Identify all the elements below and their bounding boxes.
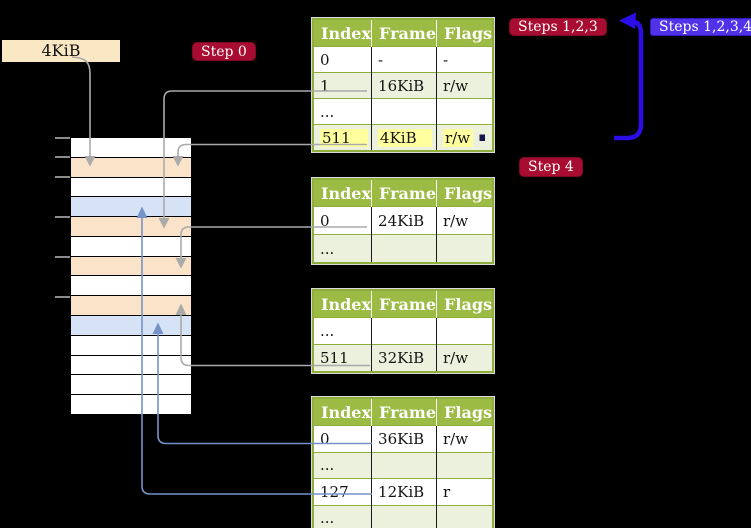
memory-frame-free (71, 335, 191, 356)
table-row: 127 12KiB r (313, 478, 494, 505)
cell-index: ... (313, 234, 372, 263)
col-header-frame: Frame (371, 19, 437, 47)
memory-frame-mapped (71, 197, 191, 218)
cell-index: ... (313, 504, 372, 528)
cell-index: ... (313, 451, 372, 479)
cell-frame: 4KiB (371, 124, 437, 151)
highlight: 511 (320, 128, 368, 147)
table-header-row: Index Frame Flags (313, 398, 494, 426)
cell-index: 511 (313, 344, 372, 372)
cell-index: ... (313, 317, 372, 345)
memory-frame-free (71, 138, 191, 158)
table-row: ... (313, 317, 494, 345)
table-row: 511 32KiB r/w (313, 344, 494, 372)
memory-frame-free (71, 236, 191, 257)
table-header-row: Index Frame Flags (313, 290, 494, 318)
cell-frame (371, 234, 437, 263)
cell-frame: 12KiB (371, 478, 437, 505)
cell-frame: 32KiB (371, 344, 437, 372)
cell-index: 0 (313, 425, 372, 452)
memory-frame-pagetable (71, 256, 191, 277)
col-header-flags: Flags (436, 398, 494, 426)
cell-frame: 36KiB (371, 425, 437, 452)
cell-index: 127 (313, 478, 372, 505)
cell-flags: r/w (436, 425, 494, 452)
cell-frame: - (371, 46, 437, 73)
cell-index: ... (313, 98, 372, 125)
arrowhead-left-icon (619, 12, 636, 29)
page-table-level1: Index Frame Flags 0 36KiB r/w ... 127 12… (312, 397, 495, 528)
cell-index: 0 (313, 206, 372, 235)
col-header-flags: Flags (436, 19, 494, 47)
table-row: 0 24KiB r/w (313, 206, 494, 235)
table-row: ... (313, 234, 494, 263)
cell-flags: r/w (436, 124, 494, 151)
memory-frame-pagetable (71, 157, 191, 178)
page-table-level3: Index Frame Flags 0 24KiB r/w ... (312, 178, 495, 264)
col-header-flags: Flags (436, 290, 494, 318)
table-row: ... (313, 451, 494, 479)
physical-memory-column (70, 137, 192, 415)
table-row: 0 - - (313, 46, 494, 73)
memory-frame-free (71, 276, 191, 297)
cell-frame (371, 98, 437, 125)
memory-frame-pagetable (71, 296, 191, 317)
cell-index: 0 (313, 46, 372, 73)
cell-flags: r/w (436, 206, 494, 235)
col-header-index: Index (313, 19, 372, 47)
cell-index: 1 (313, 72, 372, 99)
table-row: ... (313, 98, 494, 125)
cell-flags: r/w (436, 344, 494, 372)
address-tick (55, 295, 70, 298)
col-header-index: Index (313, 290, 372, 318)
address-tick (55, 255, 70, 258)
highlight: 4KiB (378, 128, 433, 147)
col-header-frame: Frame (371, 290, 437, 318)
cell-flags: - (436, 46, 494, 73)
page-table-level4: Index Frame Flags 0 - - 1 16KiB r/w ... … (312, 18, 495, 152)
col-header-index: Index (313, 398, 372, 426)
cell-flags (436, 98, 494, 125)
col-header-flags: Flags (436, 179, 494, 207)
table-header-row: Index Frame Flags (313, 179, 494, 207)
badge-step-4: Step 4 (519, 157, 583, 177)
frame-size-label: 4KiB (2, 40, 120, 62)
table-row: ... (313, 504, 494, 528)
table-row-recursive-entry: 511 4KiB r/w (313, 124, 494, 151)
cell-frame: 16KiB (371, 72, 437, 99)
col-header-index: Index (313, 179, 372, 207)
cell-frame (371, 504, 437, 528)
cell-index: 511 (313, 124, 372, 151)
cell-flags: r (436, 478, 494, 505)
memory-frame-pagetable (71, 217, 191, 237)
address-tick (55, 215, 70, 218)
table-row: 0 36KiB r/w (313, 425, 494, 452)
memory-frame-free (71, 375, 191, 396)
table-header-row: Index Frame Flags (313, 19, 494, 47)
col-header-frame: Frame (371, 398, 437, 426)
memory-frame-mapped (71, 316, 191, 336)
address-tick (55, 136, 70, 139)
page-table-level2: Index Frame Flags ... 511 32KiB r/w (312, 289, 495, 373)
memory-frame-free (71, 177, 191, 198)
address-tick (55, 156, 70, 159)
memory-frame-free (71, 395, 191, 414)
arrow-recursive-loop (614, 19, 644, 141)
cell-flags (436, 317, 494, 345)
memory-frame-free (71, 355, 191, 376)
cell-flags (436, 504, 494, 528)
cell-flags (436, 451, 494, 479)
cell-frame (371, 317, 437, 345)
cell-frame: 24KiB (371, 206, 437, 235)
table-row: 1 16KiB r/w (313, 72, 494, 99)
badge-steps-1-2-3-4: Steps 1,2,3,4 (650, 18, 751, 36)
badge-step-0: Step 0 (192, 42, 256, 61)
cell-frame (371, 451, 437, 479)
cell-flags (436, 234, 494, 263)
col-header-frame: Frame (371, 179, 437, 207)
cell-flags: r/w (436, 72, 494, 99)
address-tick (55, 176, 70, 178)
badge-steps-1-2-3: Steps 1,2,3 (509, 18, 607, 36)
highlight: r/w (443, 128, 474, 147)
